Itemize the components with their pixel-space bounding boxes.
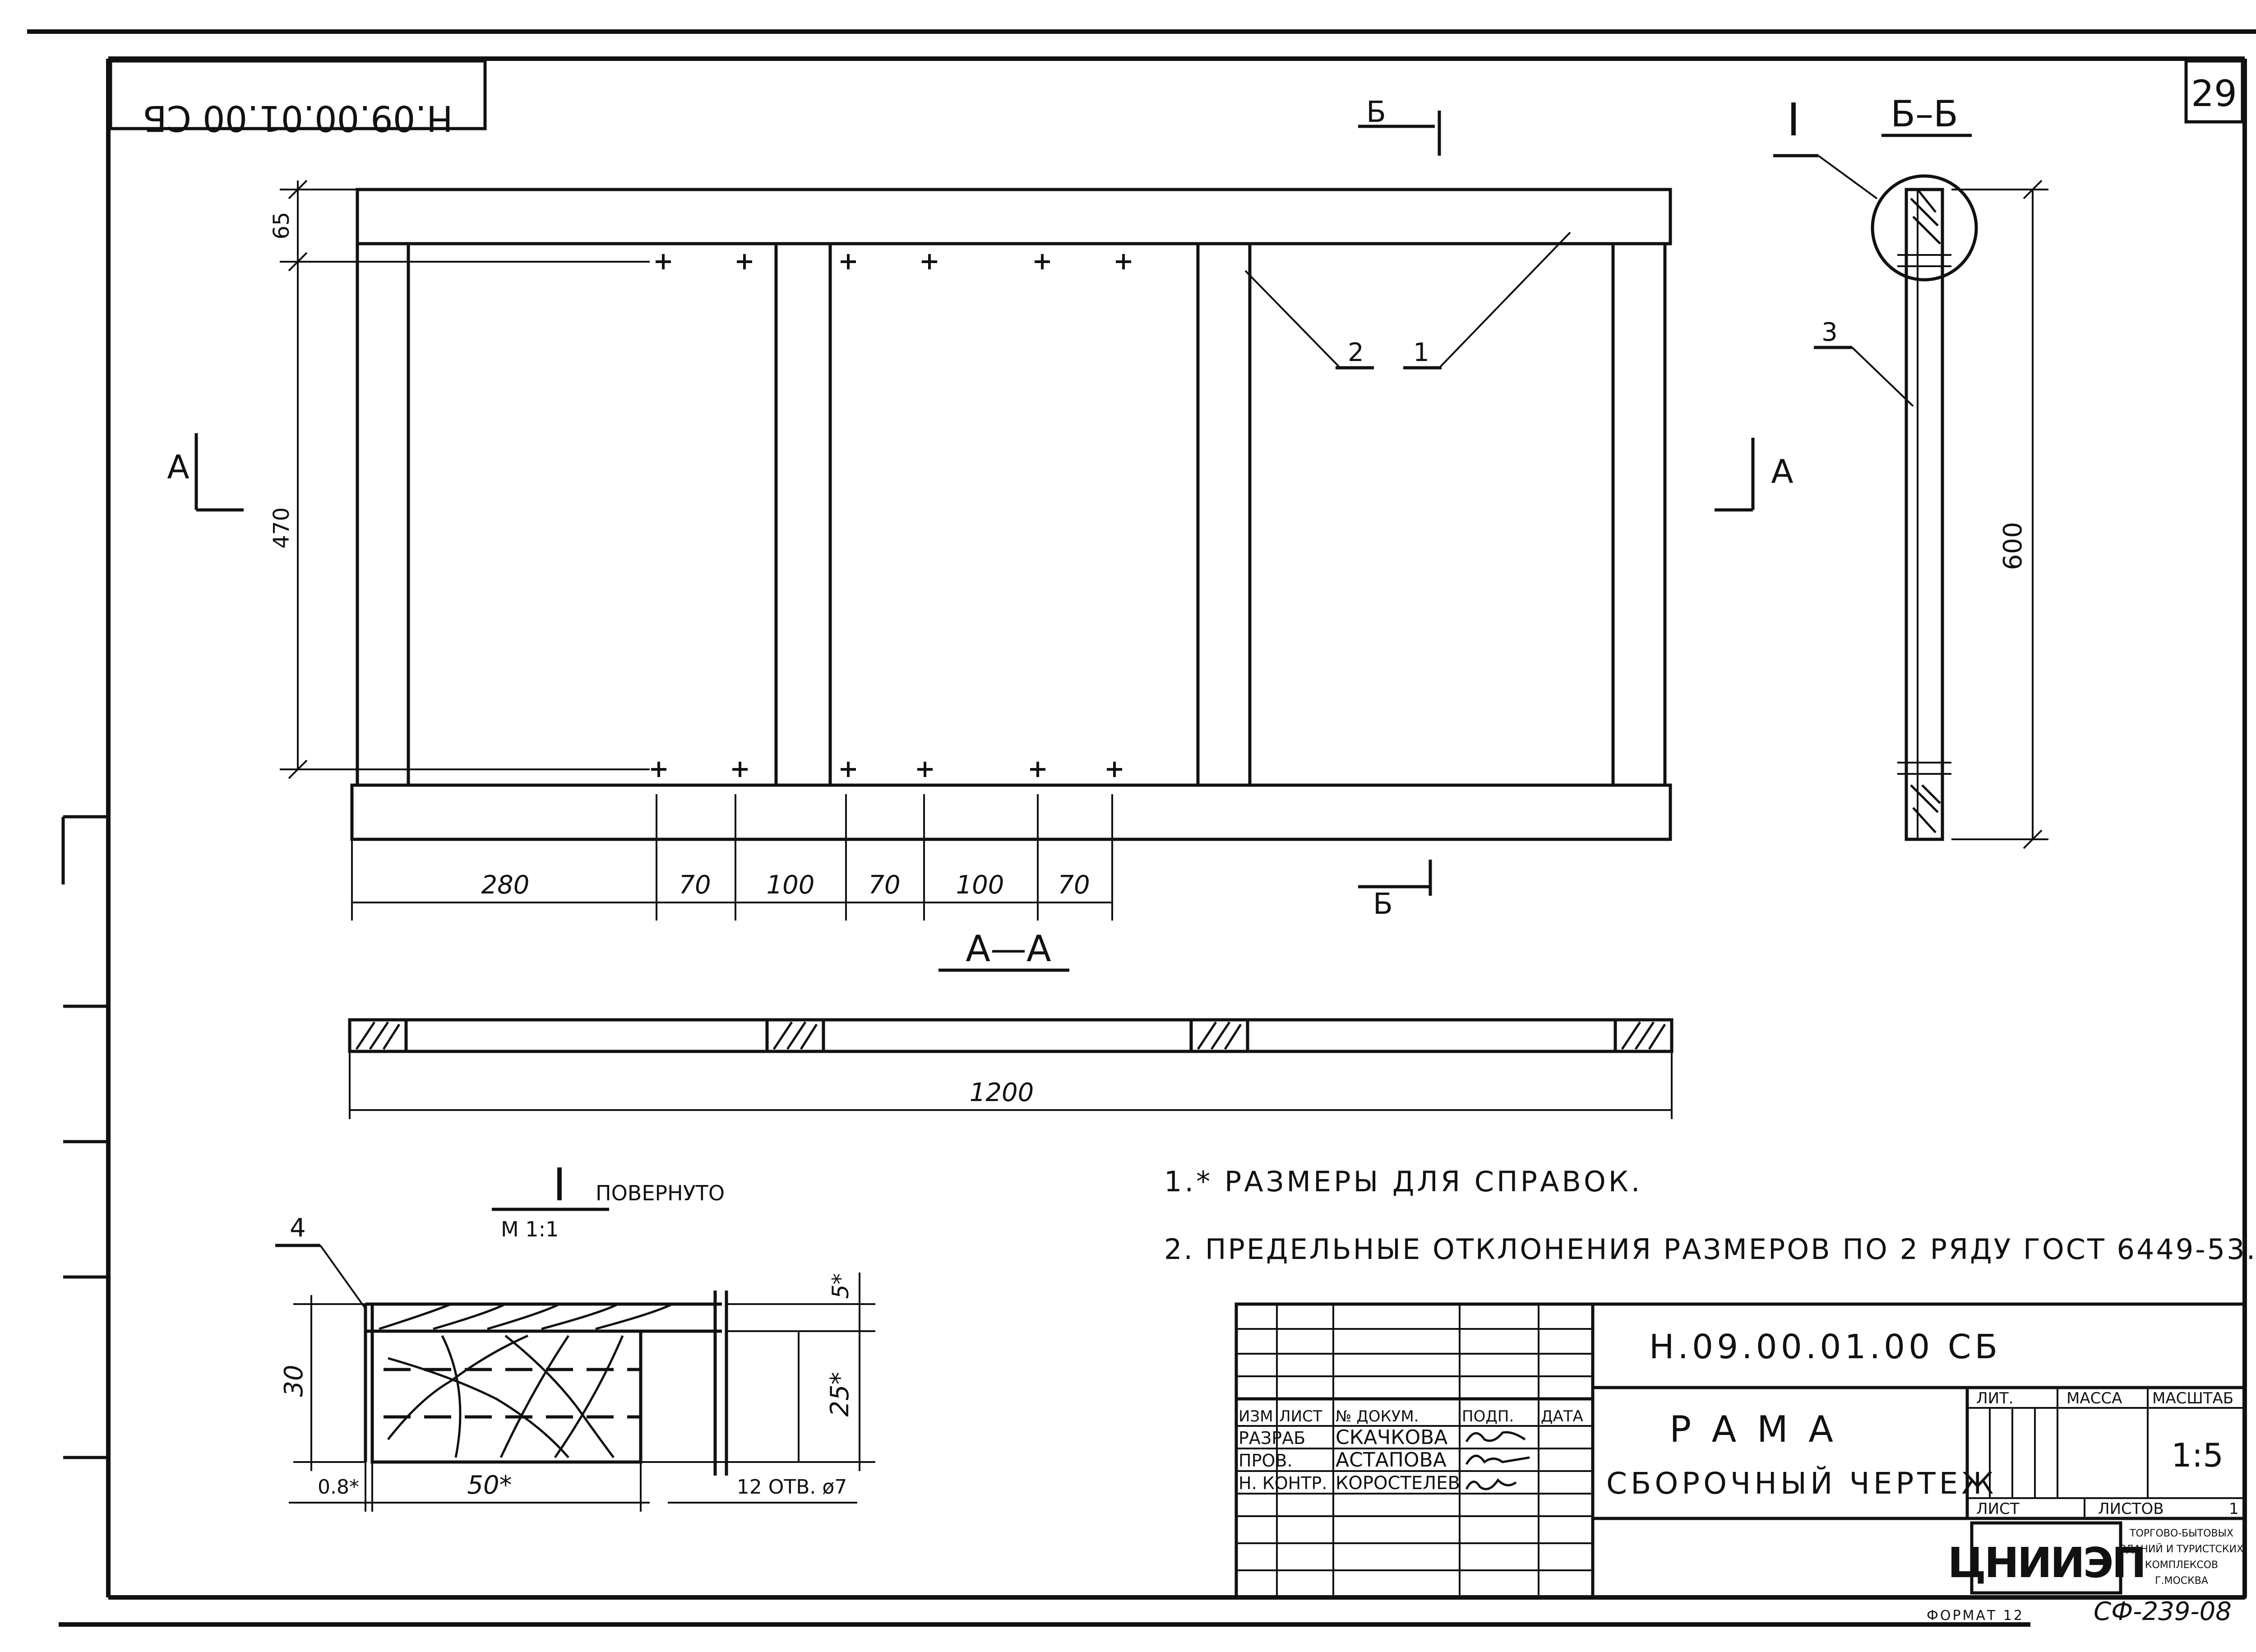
dim-chain-70b: 70 — [868, 870, 900, 900]
detail-title-scale: М 1:1 — [501, 1217, 559, 1241]
detail-title-numeral: I — [553, 1158, 566, 1211]
archive-code: СФ-239-08 — [2094, 1597, 2232, 1626]
tb-col-sign: ПОДП. — [1462, 1407, 1514, 1425]
section-bb-title: Б–Б — [1891, 93, 1958, 135]
hole-mark — [651, 762, 666, 777]
section-bb-view: Б–Б I 600 3 — [1773, 93, 2048, 849]
tb-col-izm: ИЗМ — [1239, 1407, 1273, 1425]
detail-title-note: ПОВЕРНУТО — [596, 1181, 725, 1205]
hole-mark — [917, 762, 933, 777]
section-mark-a-left: А — [167, 433, 244, 512]
tb-name-checked: АСТАПОВА — [1336, 1448, 1447, 1472]
tb-subtitle: СБОРОЧНЫЙ ЧЕРТЕЖ — [1606, 1466, 1997, 1501]
detail-marker: I — [1787, 93, 1800, 146]
dim-top-height: 65 — [269, 212, 294, 239]
leader-2: 2 — [1244, 270, 1374, 370]
section-b-bottom-letter: Б — [1373, 888, 1393, 921]
dim-detail-top: 5* — [828, 1273, 854, 1299]
tb-scale: 1:5 — [2171, 1436, 2224, 1474]
section-a-left-letter: А — [167, 448, 189, 486]
tb-org-line-2: ЗДАНИЙ И ТУРИСТСКИХ — [2120, 1543, 2243, 1555]
tb-role-norm: Н. КОНТР. — [1239, 1473, 1327, 1493]
tb-org-line-1: ТОРГОВО-БЫТОВЫХ — [2129, 1528, 2233, 1539]
sheet-number: 29 — [2191, 73, 2237, 115]
hole-mark — [1030, 762, 1045, 777]
tb-name-norm: КОРОСТЕЛЕВ — [1336, 1473, 1460, 1494]
tb-org-logo: ЦНИИЭП — [1948, 1539, 2145, 1587]
hole-marks — [651, 254, 1131, 777]
section-aa-view: А—А 1200 — [348, 928, 1674, 1119]
detail-i-view: I ПОВЕРНУТО М 1:1 4 30 — [275, 1158, 875, 1512]
dim-detail-inner: 25* — [825, 1372, 855, 1416]
dim-detail-gap: 0.8* — [318, 1476, 359, 1499]
tb-org-line-4: Г.МОСКВА — [2155, 1575, 2208, 1587]
section-a-right-letter: А — [1771, 453, 1793, 491]
tb-role-developed: РАЗРАБ — [1239, 1428, 1305, 1448]
tb-role-checked: ПРОВ. — [1239, 1451, 1293, 1471]
hole-mark — [737, 254, 752, 269]
frame-view — [350, 188, 1672, 841]
tb-scale-label: МАСШТАБ — [2152, 1389, 2233, 1407]
signature — [1465, 1454, 1530, 1465]
leader-1-label: 1 — [1413, 338, 1429, 367]
leader-3-label: 3 — [1821, 318, 1838, 347]
section-mark-a-right: А — [1715, 438, 1794, 512]
leader-1: 1 — [1403, 231, 1571, 370]
tb-col-date: ДАТА — [1541, 1407, 1583, 1425]
section-b-top-letter: Б — [1366, 96, 1386, 129]
title-block: ИЗМ ЛИСТ № ДОКУМ. ПОДП. ДАТА РАЗРАБ СКАЧ… — [1234, 1302, 2247, 1599]
tb-designation: Н.09.00.01.00 СБ — [1649, 1328, 2001, 1366]
hole-mark — [1116, 254, 1131, 269]
hole-mark — [656, 254, 671, 269]
section-aa-title: А—А — [966, 928, 1051, 970]
dim-chain-100b: 100 — [956, 870, 1004, 900]
note-1: 1.* РАЗМЕРЫ ДЛЯ СПРАВОК. — [1164, 1165, 1643, 1198]
leader-2-label: 2 — [1348, 338, 1364, 367]
tb-col-doc: № ДОКУМ. — [1336, 1407, 1419, 1425]
tb-org-line-3: КОМПЛЕКСОВ — [2145, 1559, 2218, 1571]
tb-col-list: ЛИСТ — [1279, 1407, 1322, 1425]
dim-detail-width: 50* — [467, 1471, 512, 1500]
section-mark-b-bottom: Б — [1358, 860, 1432, 921]
dim-total-length: 1200 — [970, 1078, 1034, 1107]
leader-4-label: 4 — [290, 1213, 306, 1243]
dim-holes: 12 ОТВ. ø7 — [737, 1476, 847, 1499]
sheet-number-box: 29 — [2184, 59, 2244, 124]
bottom-labels: ФОРМАТ 12 СФ-239-08 — [1927, 1597, 2232, 1626]
section-mark-b-top: Б — [1358, 96, 1441, 156]
dim-chain-70c: 70 — [1058, 870, 1090, 900]
hole-mark — [841, 254, 856, 269]
left-dimensions: 65 470 — [269, 180, 650, 779]
hole-mark — [1107, 762, 1122, 777]
signature — [1465, 1478, 1517, 1490]
hole-mark — [922, 254, 937, 269]
notes: 1.* РАЗМЕРЫ ДЛЯ СПРАВОК. 2. ПРЕДЕЛЬНЫЕ О… — [1164, 1165, 2256, 1266]
sheet-frame — [27, 29, 2256, 1627]
note-2: 2. ПРЕДЕЛЬНЫЕ ОТКЛОНЕНИЯ РАЗМЕРОВ ПО 2 Р… — [1164, 1233, 2256, 1266]
dim-detail-height: 30 — [279, 1365, 309, 1397]
rotated-code-box: Н.09.00.01.00 СБ — [109, 59, 487, 138]
dim-total-height: 600 — [1998, 522, 2028, 570]
signature — [1465, 1431, 1526, 1443]
tb-sheets-count: 1 — [2229, 1500, 2239, 1518]
format-label: ФОРМАТ 12 — [1927, 1608, 2024, 1624]
hole-mark — [732, 762, 748, 777]
hole-mark — [841, 762, 856, 777]
tb-name: Р А М А — [1669, 1408, 1838, 1450]
tb-sheets-label: ЛИСТОВ — [2098, 1500, 2164, 1518]
dim-panel-height: 470 — [269, 507, 294, 549]
tb-sheet-label: ЛИСТ — [1976, 1500, 2020, 1518]
tb-name-developed: СКАЧКОВА — [1336, 1426, 1447, 1449]
rotated-doc-code: Н.09.00.01.00 СБ — [143, 97, 453, 138]
bottom-dimension-chain: 280 70 100 70 100 70 — [351, 794, 1113, 921]
hole-mark — [1035, 254, 1050, 269]
dim-chain-280: 280 — [481, 870, 530, 900]
dim-chain-100a: 100 — [767, 870, 815, 900]
dim-chain-70a: 70 — [679, 870, 711, 900]
tb-mass-label: МАССА — [2066, 1389, 2122, 1407]
tb-lit-label: ЛИТ. — [1976, 1389, 2014, 1407]
